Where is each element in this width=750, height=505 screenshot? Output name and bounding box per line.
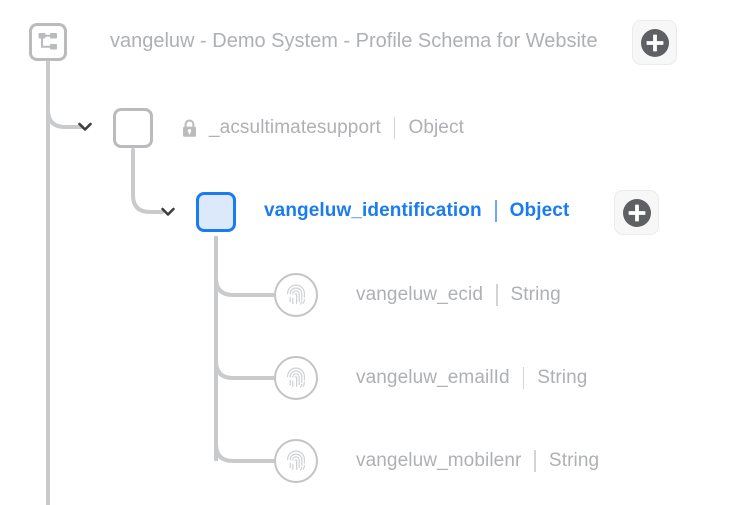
chevron-down-glyph — [78, 122, 92, 131]
leaf-label-vangeluw-mobilenr[interactable]: vangeluw_mobilenr String — [356, 450, 599, 472]
leaf-label-vangeluw-ecid[interactable]: vangeluw_ecid String — [356, 284, 561, 306]
hierarchy-glyph — [38, 33, 57, 50]
fingerprint-icon-vangeluw-ecid[interactable] — [274, 273, 318, 317]
node-type-text: Object — [408, 117, 464, 138]
leaf-name-text: vangeluw_mobilenr — [356, 450, 522, 471]
page-title: vangeluw - Demo System - Profile Schema … — [110, 30, 598, 52]
node-label-acsultimatesupport[interactable]: _acsultimatesupport Object — [181, 117, 464, 139]
fingerprint-glyph — [287, 284, 305, 305]
label-separator — [393, 117, 396, 139]
chevron-down-glyph — [161, 207, 175, 216]
fingerprint-icon-vangeluw-emailid[interactable] — [274, 356, 318, 400]
label-separator — [496, 284, 498, 306]
leaf-type-text: String — [537, 367, 588, 388]
leaf-type-text: String — [548, 450, 600, 471]
node-name-text: vangeluw_identification — [264, 200, 482, 221]
label-separator — [494, 200, 497, 222]
lock-glyph — [183, 119, 196, 137]
node-type-text: Object — [509, 200, 570, 221]
hierarchy-icon[interactable] — [29, 23, 67, 61]
leaf-type-text: String — [510, 284, 561, 305]
label-separator — [522, 367, 525, 389]
node-box-vangeluw-identification[interactable] — [196, 192, 236, 232]
node-label-vangeluw-identification[interactable]: vangeluw_identification Object — [264, 200, 569, 222]
fingerprint-glyph — [287, 450, 305, 471]
label-separator — [534, 450, 536, 472]
plus-icon — [640, 28, 669, 57]
leaf-name-text: vangeluw_ecid — [356, 284, 483, 305]
lock-icon — [181, 119, 198, 138]
add-root-child-button[interactable] — [632, 20, 677, 65]
add-child-field-button[interactable] — [614, 190, 659, 235]
chevron-down-icon-vangeluw-identification[interactable] — [159, 203, 177, 221]
leaf-name-text: vangeluw_emailId — [356, 367, 510, 388]
node-box-acsultimatesupport[interactable] — [113, 108, 153, 148]
fingerprint-icon-vangeluw-mobilenr[interactable] — [274, 439, 318, 483]
node-name-text: _acsultimatesupport — [209, 117, 381, 138]
leaf-label-vangeluw-emailid[interactable]: vangeluw_emailId String — [356, 367, 587, 389]
plus-icon — [622, 198, 651, 227]
chevron-down-icon-acsultimatesupport[interactable] — [76, 118, 94, 136]
fingerprint-glyph — [287, 367, 305, 388]
